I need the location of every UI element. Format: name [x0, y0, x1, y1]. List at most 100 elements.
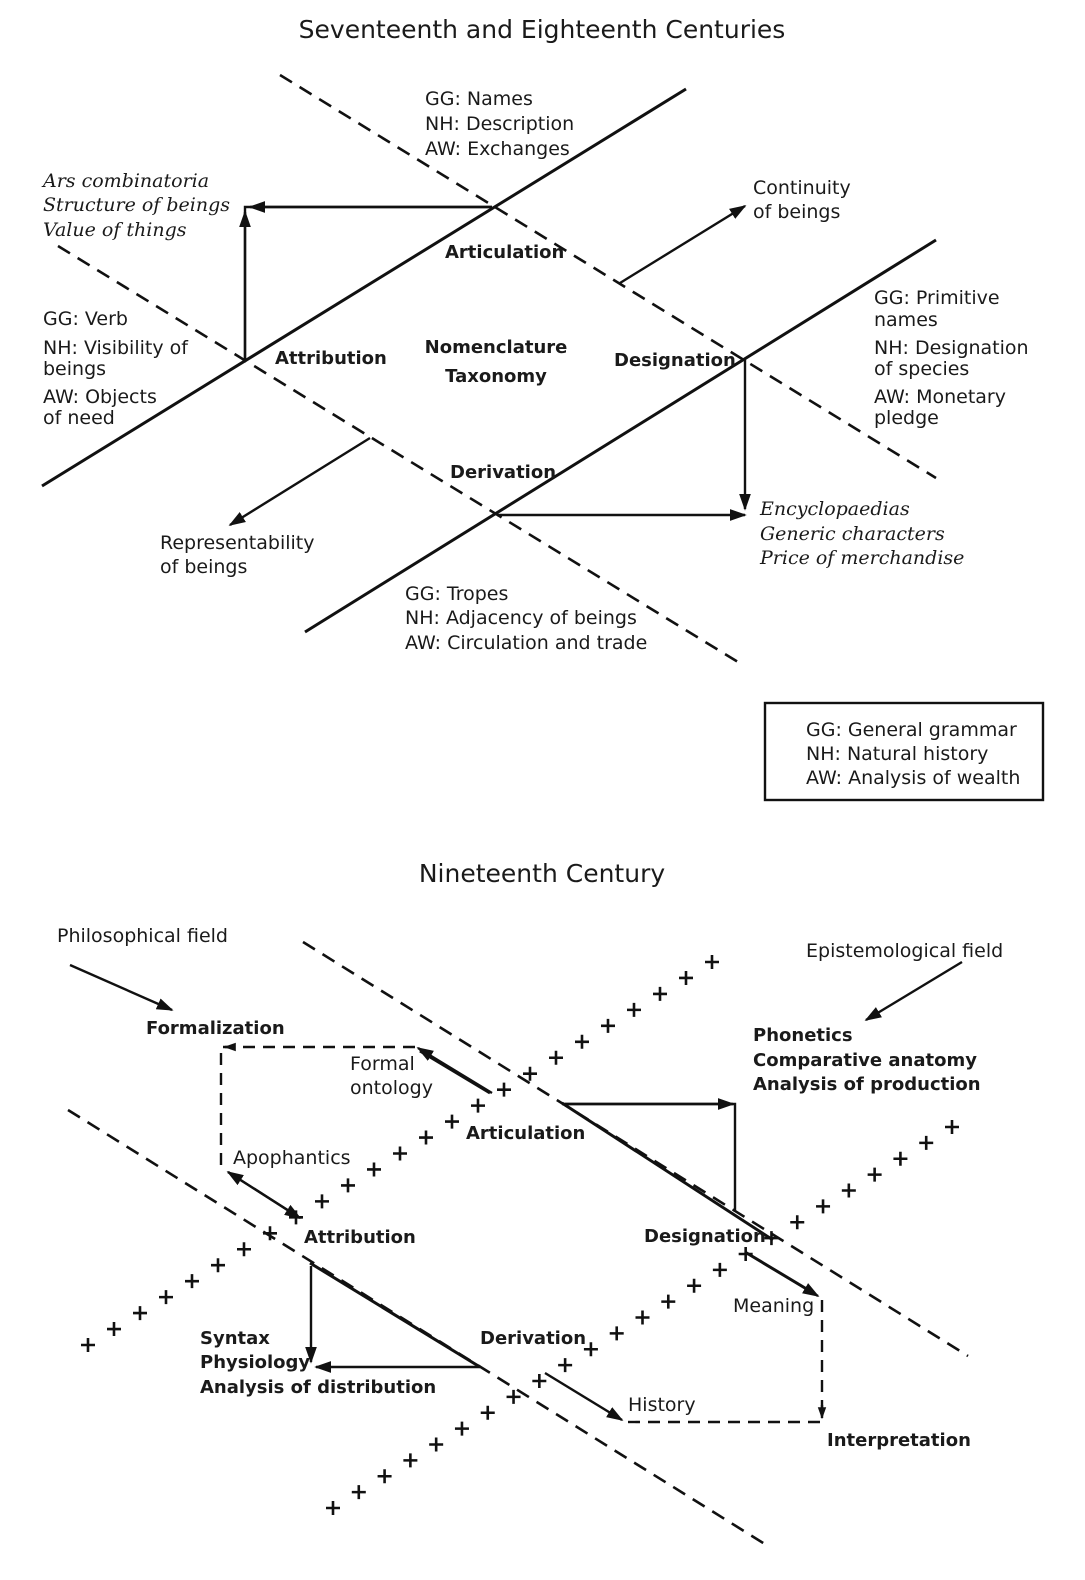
epistemological-field: Epistemological field	[806, 940, 1003, 962]
top-se-line-1: Encyclopaedias	[759, 498, 910, 520]
upper-cross-mark	[185, 1274, 199, 1289]
legend-nh: NH: Natural history	[806, 743, 988, 765]
upper-cross-mark	[679, 970, 693, 985]
history-label: History	[628, 1394, 696, 1416]
top-designation: Designation	[614, 350, 736, 371]
top-derivation: Derivation	[450, 462, 556, 483]
bottom-designation: Designation	[644, 1226, 766, 1247]
upper-cross-mark	[315, 1194, 329, 1209]
bottom-solid-upper	[561, 1101, 774, 1242]
lower-cross-mark	[351, 1485, 366, 1500]
upper-cross-mark	[263, 1226, 277, 1241]
top-continuity-line-2: of beings	[753, 201, 840, 223]
top-e-line-1: GG: Primitive	[874, 287, 1000, 309]
top-s-line-3: AW: Circulation and trade	[405, 632, 647, 654]
meaning-arrow	[744, 1250, 820, 1298]
upper-cross-mark	[81, 1338, 95, 1352]
ne-list-line-3: Analysis of production	[753, 1074, 981, 1095]
lower-cross-mark	[429, 1437, 444, 1452]
top-se-line-2: Generic characters	[760, 523, 945, 545]
lower-cross-mark	[841, 1183, 856, 1198]
top-title: Seventeenth and Eighteenth Centuries	[299, 15, 786, 44]
upper-cross-mark	[445, 1114, 459, 1129]
upper-cross-mark	[367, 1162, 381, 1177]
sw-list-line-1: Syntax	[200, 1328, 270, 1349]
bottom-attribution: Attribution	[304, 1227, 416, 1248]
lower-cross-mark	[893, 1151, 908, 1166]
legend-box	[763, 701, 1045, 802]
apophantics-label: Apophantics	[233, 1147, 351, 1169]
bottom-diagram: Nineteenth Century Phil	[57, 859, 1003, 1548]
top-e-line-6: pledge	[874, 407, 939, 429]
top-center-line-1: Nomenclature	[425, 337, 568, 358]
upper-cross-mark	[627, 1002, 641, 1017]
epistemological-arrow	[864, 960, 963, 1022]
top-nw-line-2: Structure of beings	[43, 194, 230, 216]
sw-list-line-2: Physiology	[200, 1352, 310, 1373]
lower-cross-mark	[454, 1421, 469, 1436]
top-s-line-1: GG: Tropes	[405, 583, 508, 605]
interpretation-label: Interpretation	[827, 1430, 971, 1451]
top-center-line-2: Taxonomy	[445, 366, 547, 387]
formalization-dashed	[219, 1045, 418, 1165]
lower-cross-mark	[945, 1120, 959, 1134]
lower-cross-mark	[558, 1358, 573, 1373]
top-dashed-line-lower	[57, 244, 739, 664]
top-w-line-5: of need	[43, 407, 115, 429]
top-e-line-3: NH: Designation	[874, 337, 1029, 359]
top-arrow-continuity	[619, 204, 747, 285]
formalization-label: Formalization	[146, 1018, 285, 1039]
lower-cross-mark	[326, 1501, 340, 1515]
lower-cross-mark	[609, 1326, 624, 1341]
top-nw-line-1: Ars combinatoria	[41, 170, 209, 192]
top-e-line-5: AW: Monetary	[874, 386, 1006, 408]
lower-cross-mark	[506, 1389, 521, 1404]
lower-cross-mark	[764, 1231, 779, 1246]
upper-cross-mark	[211, 1258, 225, 1273]
lower-cross-mark	[661, 1294, 676, 1309]
history-arrow	[544, 1371, 624, 1422]
lower-cross-mark	[687, 1278, 702, 1293]
bottom-derivation: Derivation	[480, 1328, 586, 1349]
upper-cross-mark	[393, 1146, 407, 1161]
lower-cross-mark	[919, 1135, 934, 1150]
top-n-line-1: GG: Names	[425, 88, 533, 110]
top-n-line-3: AW: Exchanges	[425, 138, 570, 160]
upper-cross-mark	[575, 1034, 589, 1049]
top-w-line-3: beings	[43, 358, 106, 380]
legend-gg: GG: General grammar	[806, 719, 1017, 741]
upper-cross-mark	[523, 1066, 537, 1081]
formal-ontology-line-2: ontology	[350, 1077, 433, 1099]
top-solid-line-upper	[41, 87, 687, 488]
top-e-line-4: of species	[874, 358, 969, 380]
lower-cross-mark	[377, 1469, 392, 1484]
upper-cross-mark	[471, 1098, 485, 1113]
top-w-line-1: GG: Verb	[43, 308, 128, 330]
meaning-label: Meaning	[733, 1295, 814, 1317]
upper-cross-mark	[497, 1082, 511, 1097]
top-continuity-line-1: Continuity	[753, 177, 851, 199]
bottom-solid-lower	[309, 1261, 481, 1369]
cross-line-lower	[326, 1120, 959, 1515]
upper-cross-mark	[133, 1306, 147, 1321]
legend-aw: AW: Analysis of wealth	[806, 767, 1020, 789]
philosophical-arrow	[69, 963, 174, 1012]
top-diagram: Seventeenth and Eighteenth Centuries Ars…	[41, 15, 1045, 802]
top-dashed-line-upper	[279, 73, 937, 480]
top-representability-line-2: of beings	[160, 556, 247, 578]
upper-cross-mark	[705, 955, 719, 969]
top-se-line-3: Price of merchandise	[759, 547, 964, 569]
upper-cross-mark	[341, 1178, 355, 1193]
lower-cross-mark	[583, 1342, 598, 1357]
bottom-articulation: Articulation	[466, 1123, 585, 1144]
ne-list-line-2: Comparative anatomy	[753, 1050, 977, 1071]
top-solid-line-lower	[304, 238, 937, 634]
lower-cross-mark	[816, 1199, 831, 1214]
sw-list-line-3: Analysis of distribution	[200, 1377, 436, 1398]
upper-cross-mark	[653, 986, 667, 1001]
lower-cross-mark	[480, 1405, 495, 1420]
cross-line-upper	[81, 955, 719, 1352]
upper-cross-mark	[107, 1322, 121, 1337]
top-attribution: Attribution	[275, 348, 387, 369]
